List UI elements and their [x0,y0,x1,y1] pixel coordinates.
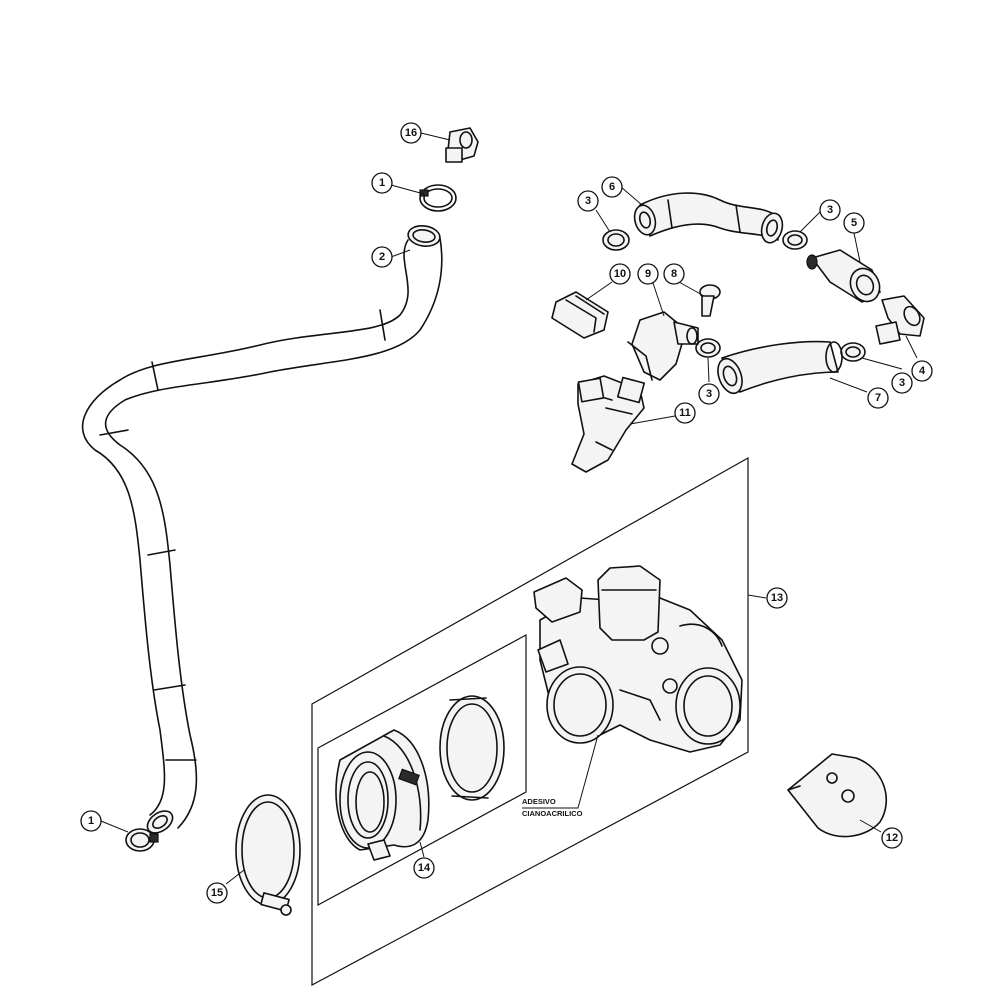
leader-lines [100,132,918,885]
callout-14: 14 [413,857,435,879]
assembly-frame-14 [317,633,527,907]
callout-9: 9 [637,263,659,285]
callout-15: 15 [206,882,228,904]
svg-text:7: 7 [875,392,881,404]
hose-clamp-1-bottom [125,828,159,852]
callout-4: 4 [911,360,933,382]
callout-3-a: 3 [577,190,599,212]
adhesive-note-line-2: CIANOACRILICO [522,809,583,818]
fitting-9 [627,311,699,381]
plate-12 [787,753,888,838]
elbow-fitting-16 [445,127,479,163]
callout-5: 5 [843,212,865,234]
throttle-body-13 [533,565,743,753]
screw-8 [699,284,721,317]
svg-text:1: 1 [88,815,94,827]
connector-10 [551,291,609,339]
callout-3-d: 3 [891,372,913,394]
svg-text:4: 4 [919,365,926,377]
svg-text:3: 3 [585,195,591,207]
svg-text:6: 6 [609,181,615,193]
svg-text:8: 8 [671,268,677,280]
callout-10: 10 [609,263,631,285]
hose-clamp-1-top [419,184,457,212]
clamp-3-d [840,342,866,362]
band-clamp-15 [235,794,301,916]
callout-16: 16 [400,122,422,144]
elbow-nipple-4 [875,295,925,345]
valve-5 [806,249,881,303]
svg-text:13: 13 [771,592,783,604]
svg-text:16: 16 [405,127,417,139]
svg-text:10: 10 [614,268,626,280]
callout-8: 8 [663,263,685,285]
clamp-3-b [782,230,808,250]
callout-3-b: 3 [819,199,841,221]
callout-6: 6 [601,176,623,198]
clamp-3-c [695,338,721,358]
svg-text:3: 3 [706,388,712,400]
hose-6 [633,192,784,244]
callout-11: 11 [674,402,696,424]
adhesive-note-line-1: ADESIVO [522,797,556,806]
clamp-3-a [602,229,630,251]
callout-1-bottom: 1 [80,810,102,832]
svg-text:12: 12 [886,832,898,844]
svg-text:11: 11 [679,407,691,419]
injector-11 [571,375,646,473]
callout-12: 12 [881,827,903,849]
callout-13: 13 [766,587,788,609]
intake-coupling-14 [335,695,505,861]
callout-7: 7 [867,387,889,409]
hose-7 [717,340,843,395]
svg-text:14: 14 [418,862,431,874]
callout-3-c: 3 [698,383,720,405]
svg-text:3: 3 [899,377,905,389]
assembly-frame-13 [311,456,749,987]
svg-text:9: 9 [645,268,651,280]
svg-text:2: 2 [379,251,385,263]
svg-text:15: 15 [211,887,223,899]
svg-text:5: 5 [851,217,857,229]
svg-text:1: 1 [379,177,385,189]
callout-1-top: 1 [371,172,393,194]
callout-2: 2 [371,246,393,268]
svg-text:3: 3 [827,204,833,216]
long-hose [81,225,443,834]
